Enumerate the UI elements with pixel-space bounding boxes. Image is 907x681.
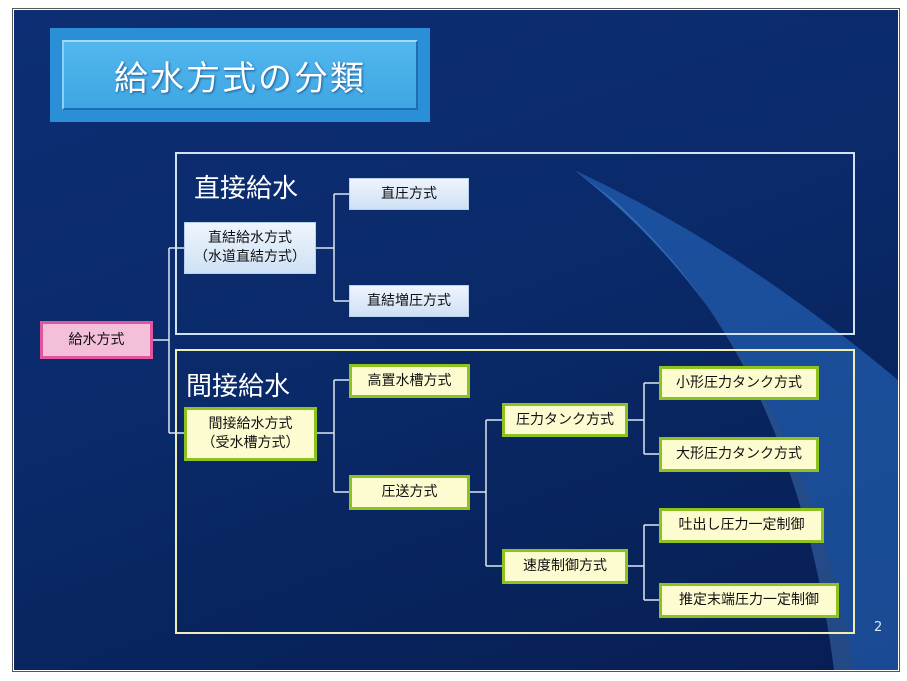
pressure-tank-node: 圧力タンク方式 xyxy=(502,403,628,437)
terminal-pressure-control-label: 推定末端圧力一定制御 xyxy=(679,592,819,609)
indirect-supply-frame xyxy=(175,349,855,634)
pressure-feed-node: 圧送方式 xyxy=(349,475,470,510)
small-pressure-tank-node: 小形圧力タンク方式 xyxy=(659,366,819,400)
direct-supply-label: 直接給水 xyxy=(194,174,299,204)
page-number: 2 xyxy=(874,620,883,635)
connector-lines xyxy=(153,193,659,601)
small-pressure-tank-label: 小形圧力タンク方式 xyxy=(676,374,802,391)
large-pressure-tank-label: 大形圧力タンク方式 xyxy=(676,446,802,463)
large-pressure-tank-node: 大形圧力タンク方式 xyxy=(659,437,819,472)
direct-booster-node: 直結増圧方式 xyxy=(349,285,469,317)
direct-method-line1: 直結給水方式 xyxy=(208,230,292,247)
direct-pressure-node: 直圧方式 xyxy=(349,178,469,210)
direct-booster-label: 直結増圧方式 xyxy=(367,292,451,309)
discharge-pressure-control-label: 吐出し圧力一定制御 xyxy=(678,517,805,534)
direct-pressure-label: 直圧方式 xyxy=(381,185,437,202)
indirect-method-line1: 間接給水方式 xyxy=(208,416,293,433)
title-banner: 給水方式の分類 xyxy=(50,28,430,122)
root-node: 給水方式 xyxy=(40,321,153,359)
indirect-method-node: 間接給水方式 （受水槽方式） xyxy=(184,407,317,461)
terminal-pressure-control-node: 推定末端圧力一定制御 xyxy=(659,583,839,618)
slide: 給水方式の分類 直接給水 間接給水 給水方式 直結給水方式 （水道直結方式） 直… xyxy=(14,10,898,670)
direct-method-line2: （水道直結方式） xyxy=(194,249,306,265)
discharge-pressure-control-node: 吐出し圧力一定制御 xyxy=(659,508,824,543)
indirect-supply-label: 間接給水 xyxy=(186,372,291,402)
pressure-feed-label: 圧送方式 xyxy=(381,484,438,501)
pressure-tank-label: 圧力タンク方式 xyxy=(516,411,614,428)
direct-method-node: 直結給水方式 （水道直結方式） xyxy=(184,222,316,274)
speed-control-label: 速度制御方式 xyxy=(523,558,607,575)
root-node-label: 給水方式 xyxy=(68,331,125,348)
speed-control-node: 速度制御方式 xyxy=(502,549,628,584)
direct-supply-frame xyxy=(175,152,855,335)
page-title: 給水方式の分類 xyxy=(114,58,366,99)
background-sweep xyxy=(574,170,898,670)
title-panel: 給水方式の分類 xyxy=(62,40,418,110)
high-tank-label: 高置水槽方式 xyxy=(367,372,452,389)
high-tank-node: 高置水槽方式 xyxy=(349,364,470,398)
indirect-method-line2: （受水槽方式） xyxy=(201,435,300,451)
